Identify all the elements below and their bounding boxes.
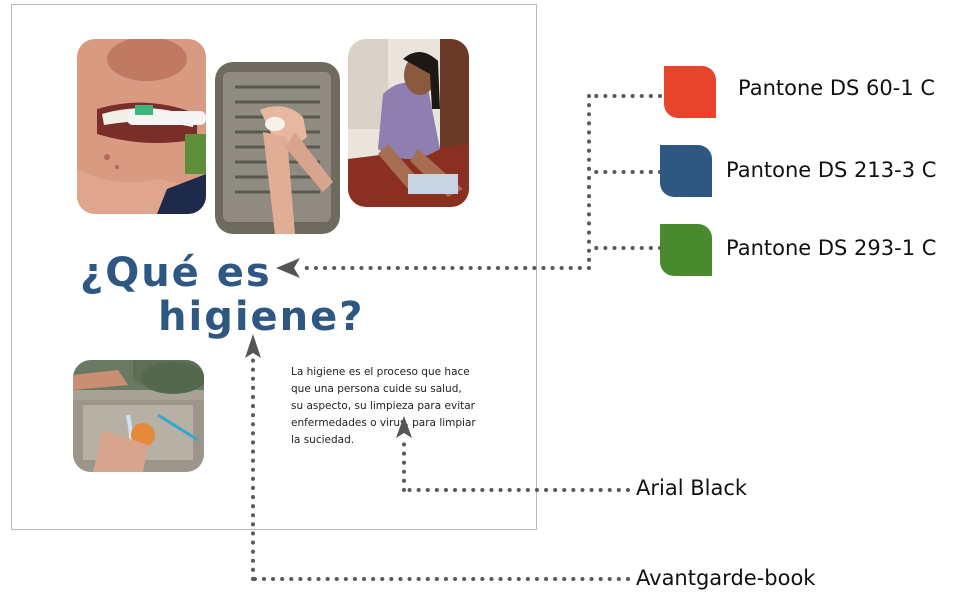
title-line-1: ¿Qué es <box>80 250 272 296</box>
document-page: ¿Qué es higiene? La higiene es el proces… <box>11 4 537 530</box>
swatch-label: Pantone DS 213-3 C <box>726 158 937 182</box>
handwashing-photo <box>215 62 340 234</box>
swatch-blue <box>660 145 712 197</box>
woman-washing-photo <box>348 39 469 207</box>
title-line-2: higiene? <box>158 294 365 340</box>
body-line: su aspecto, su limpieza para evitar <box>291 400 475 412</box>
body-paragraph: La higiene es el proceso que hace que un… <box>291 364 513 449</box>
swatch-green <box>660 224 712 276</box>
toothbrushing-photo <box>77 39 206 214</box>
swatch-red <box>664 66 716 118</box>
fruit-washing-photo <box>73 360 204 472</box>
swatch-label: Pantone DS 293-1 C <box>726 236 937 260</box>
body-font-label: Arial Black <box>636 476 748 500</box>
body-line: la suciedad. <box>291 434 355 446</box>
title-font-label: Avantgarde-book <box>636 566 816 590</box>
body-line: que una persona cuide su salud, <box>291 383 462 395</box>
body-line: La higiene es el proceso que hace <box>291 366 470 378</box>
body-line: enfermedades o virus, para limpiar <box>291 417 476 429</box>
swatch-label: Pantone DS 60-1 C <box>738 76 936 100</box>
